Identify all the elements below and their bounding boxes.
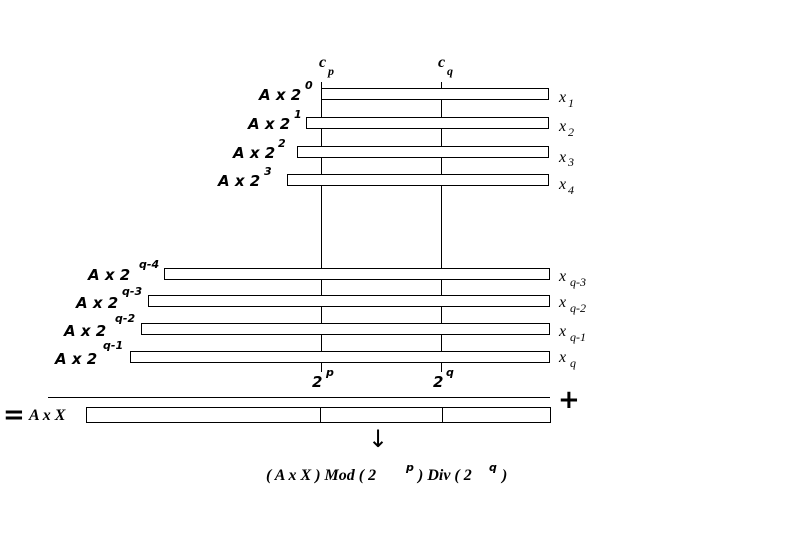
plus-sign: +	[558, 385, 580, 415]
row-exponent: q-4	[139, 258, 160, 271]
equals-sign: =	[3, 400, 25, 430]
row-label: A x 2	[259, 86, 302, 104]
formula-exp1: p	[406, 461, 414, 474]
power-mark-q: 2	[433, 373, 444, 391]
row-exponent: 1	[294, 108, 302, 121]
row-bar	[141, 323, 550, 335]
row-exponent: 3	[264, 165, 272, 178]
row-label: A x 2	[76, 294, 119, 312]
formula-part1: ( A x X ) Mod ( 2	[266, 467, 377, 484]
column-label-cp-sub: p	[328, 64, 334, 78]
row-label: A x 2	[88, 266, 131, 284]
row-var-sub: 2	[568, 125, 574, 139]
row-var: x	[559, 89, 567, 106]
row-label: A x 2	[233, 144, 276, 162]
row-label: A x 2	[248, 115, 291, 133]
result-formula: ( A x X ) Mod ( 2 p ) Div ( 2 q )	[266, 462, 526, 492]
row-var: x	[559, 176, 567, 193]
result-bar	[86, 407, 551, 423]
row-var-sub: 4	[568, 183, 574, 197]
column-label-cp: c	[319, 54, 327, 71]
result-label: A x X	[29, 407, 66, 424]
row-var-sub: q-1	[570, 330, 586, 344]
power-mark-p-exp: p	[326, 366, 334, 379]
row-var-sub: 3	[568, 155, 574, 169]
row-bar	[297, 146, 549, 158]
row-var: x	[559, 349, 567, 366]
row-label: A x 2	[55, 350, 98, 368]
row-exponent: 2	[278, 137, 286, 150]
column-label-cq-sub: q	[447, 64, 453, 78]
column-label-cq: c	[438, 54, 446, 71]
column-line-cq	[441, 82, 442, 372]
power-mark-q-exp: q	[446, 366, 454, 379]
row-bar	[130, 351, 550, 363]
row-var: x	[559, 323, 567, 340]
row-var: x	[559, 149, 567, 166]
row-var-sub: 1	[568, 96, 574, 110]
row-exponent: q-2	[115, 312, 136, 325]
row-label: A x 2	[218, 172, 261, 190]
row-exponent: q-3	[122, 285, 143, 298]
column-line-cp	[321, 82, 322, 372]
row-bar	[148, 295, 550, 307]
row-var: x	[559, 294, 567, 311]
result-divider-p	[320, 407, 321, 423]
sum-line	[48, 397, 550, 398]
row-var-sub: q-3	[570, 275, 586, 289]
row-var: x	[559, 118, 567, 135]
result-divider-q	[442, 407, 443, 423]
row-bar	[306, 117, 549, 129]
row-var-sub: q-2	[570, 301, 586, 315]
row-bar	[164, 268, 550, 280]
row-bar	[287, 174, 549, 186]
formula-part2: ) Div ( 2	[418, 467, 472, 484]
row-label: A x 2	[64, 322, 107, 340]
power-mark-p: 2	[312, 373, 323, 391]
row-var: x	[559, 268, 567, 285]
formula-part3: )	[502, 467, 508, 484]
formula-exp2: q	[489, 461, 497, 474]
row-exponent: 0	[305, 79, 313, 92]
row-bar	[321, 88, 549, 100]
down-arrow-icon: ↓	[368, 425, 389, 453]
row-exponent: q-1	[103, 339, 124, 352]
row-var-sub: q	[570, 356, 576, 370]
